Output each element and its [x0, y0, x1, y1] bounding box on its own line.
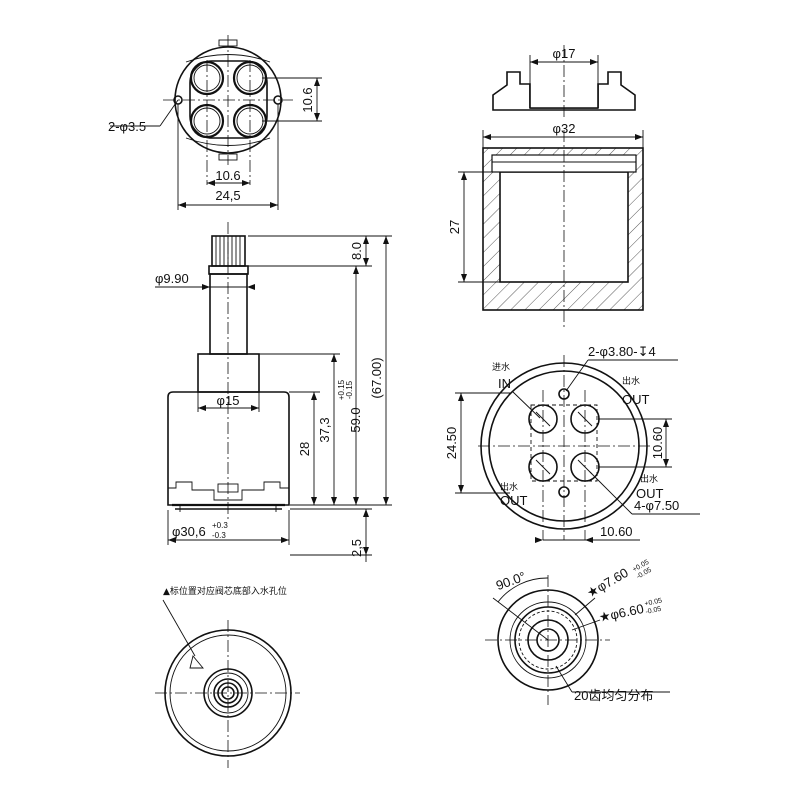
cup-diameter-dim: φ32 [553, 121, 576, 136]
teeth-note: 20齿均匀分布 [574, 688, 653, 703]
marker-triangle [189, 655, 204, 669]
spline-inner-tol-minus: -0.05 [645, 606, 662, 616]
body-diameter-dim: φ15 [217, 393, 240, 408]
spacing-v-dim: 10.6 [300, 87, 315, 112]
bottom-view: ▲标位置对应阀芯底部入水孔位 [155, 585, 300, 768]
out-en-label-bl: OUT [500, 493, 528, 508]
body [167, 391, 290, 506]
ports-v-dim: 10.60 [650, 427, 665, 460]
width-dim: 24,5 [215, 188, 240, 203]
base-diameter-dim: φ30,6 [172, 524, 206, 539]
top-view-ports [189, 60, 268, 139]
stem-diameter-dim: φ9.90 [155, 271, 189, 286]
height-28-dim: 28 [297, 442, 312, 456]
shaft [209, 273, 248, 355]
cap-section: φ17 [492, 45, 636, 120]
top-height-dim: 8.0 [349, 242, 364, 260]
neck [197, 353, 260, 393]
ports-width-dim: 24.50 [444, 427, 459, 460]
cup-section: φ32 27 [447, 121, 644, 330]
height-59-tol-plus: +0.15 [337, 379, 346, 400]
spline-inner-dim: ★φ6.60 [598, 601, 646, 625]
ports-h-dim: 10.60 [600, 524, 633, 539]
base-tol-plus: +0.3 [212, 521, 228, 530]
bottom-height-dim: 2,5 [349, 539, 364, 557]
height-59-dim: 59.0 [348, 407, 363, 432]
out-cn-label-bl: 出水 [500, 481, 518, 493]
in-en-label: IN [498, 376, 511, 391]
spline-outer-dim: ★φ7.60 [584, 565, 631, 601]
spacing-h-dim: 10.6 [215, 168, 240, 183]
bottom-view-note: ▲标位置对应阀芯底部入水孔位 [163, 585, 287, 597]
out-cn-label-tr: 出水 [622, 375, 640, 387]
hole-label: 2-φ3.5 [108, 119, 146, 134]
height-59-tol-minus: -0.15 [345, 380, 354, 399]
base-tol-minus: -0.3 [212, 531, 226, 540]
height-37-dim: 37,3 [317, 417, 332, 442]
out-cn-label-br: 出水 [640, 473, 658, 485]
spline-inner-tol-plus: +0.05 [644, 597, 663, 608]
ports-view: 进水 IN 出水 OUT 出水 OUT 出水 OUT 2-φ3.80-↧4 4-… [444, 344, 700, 543]
top-view: 2-φ3.5 10.6 10.6 24,5 [108, 35, 322, 210]
cap-diameter-dim: φ17 [553, 46, 576, 61]
out-en-label-tr: OUT [622, 392, 650, 407]
cup-height-dim: 27 [447, 220, 462, 234]
holes-label: 2-φ3.80-↧4 [588, 344, 656, 359]
total-height-dim: (67.00) [369, 357, 384, 398]
ports-label: 4-φ7.50 [634, 498, 679, 513]
spline-view: 90.0° ★φ7.60 +0.05 -0.05 ★φ6.60 +0.05 -0… [485, 559, 670, 705]
out-en-label-br: OUT [636, 486, 664, 501]
front-view: φ9.90 φ15 φ30,6 +0.3 -0.3 8.0 28 37,3 [155, 222, 392, 562]
in-cn-label: 进水 [492, 361, 510, 373]
